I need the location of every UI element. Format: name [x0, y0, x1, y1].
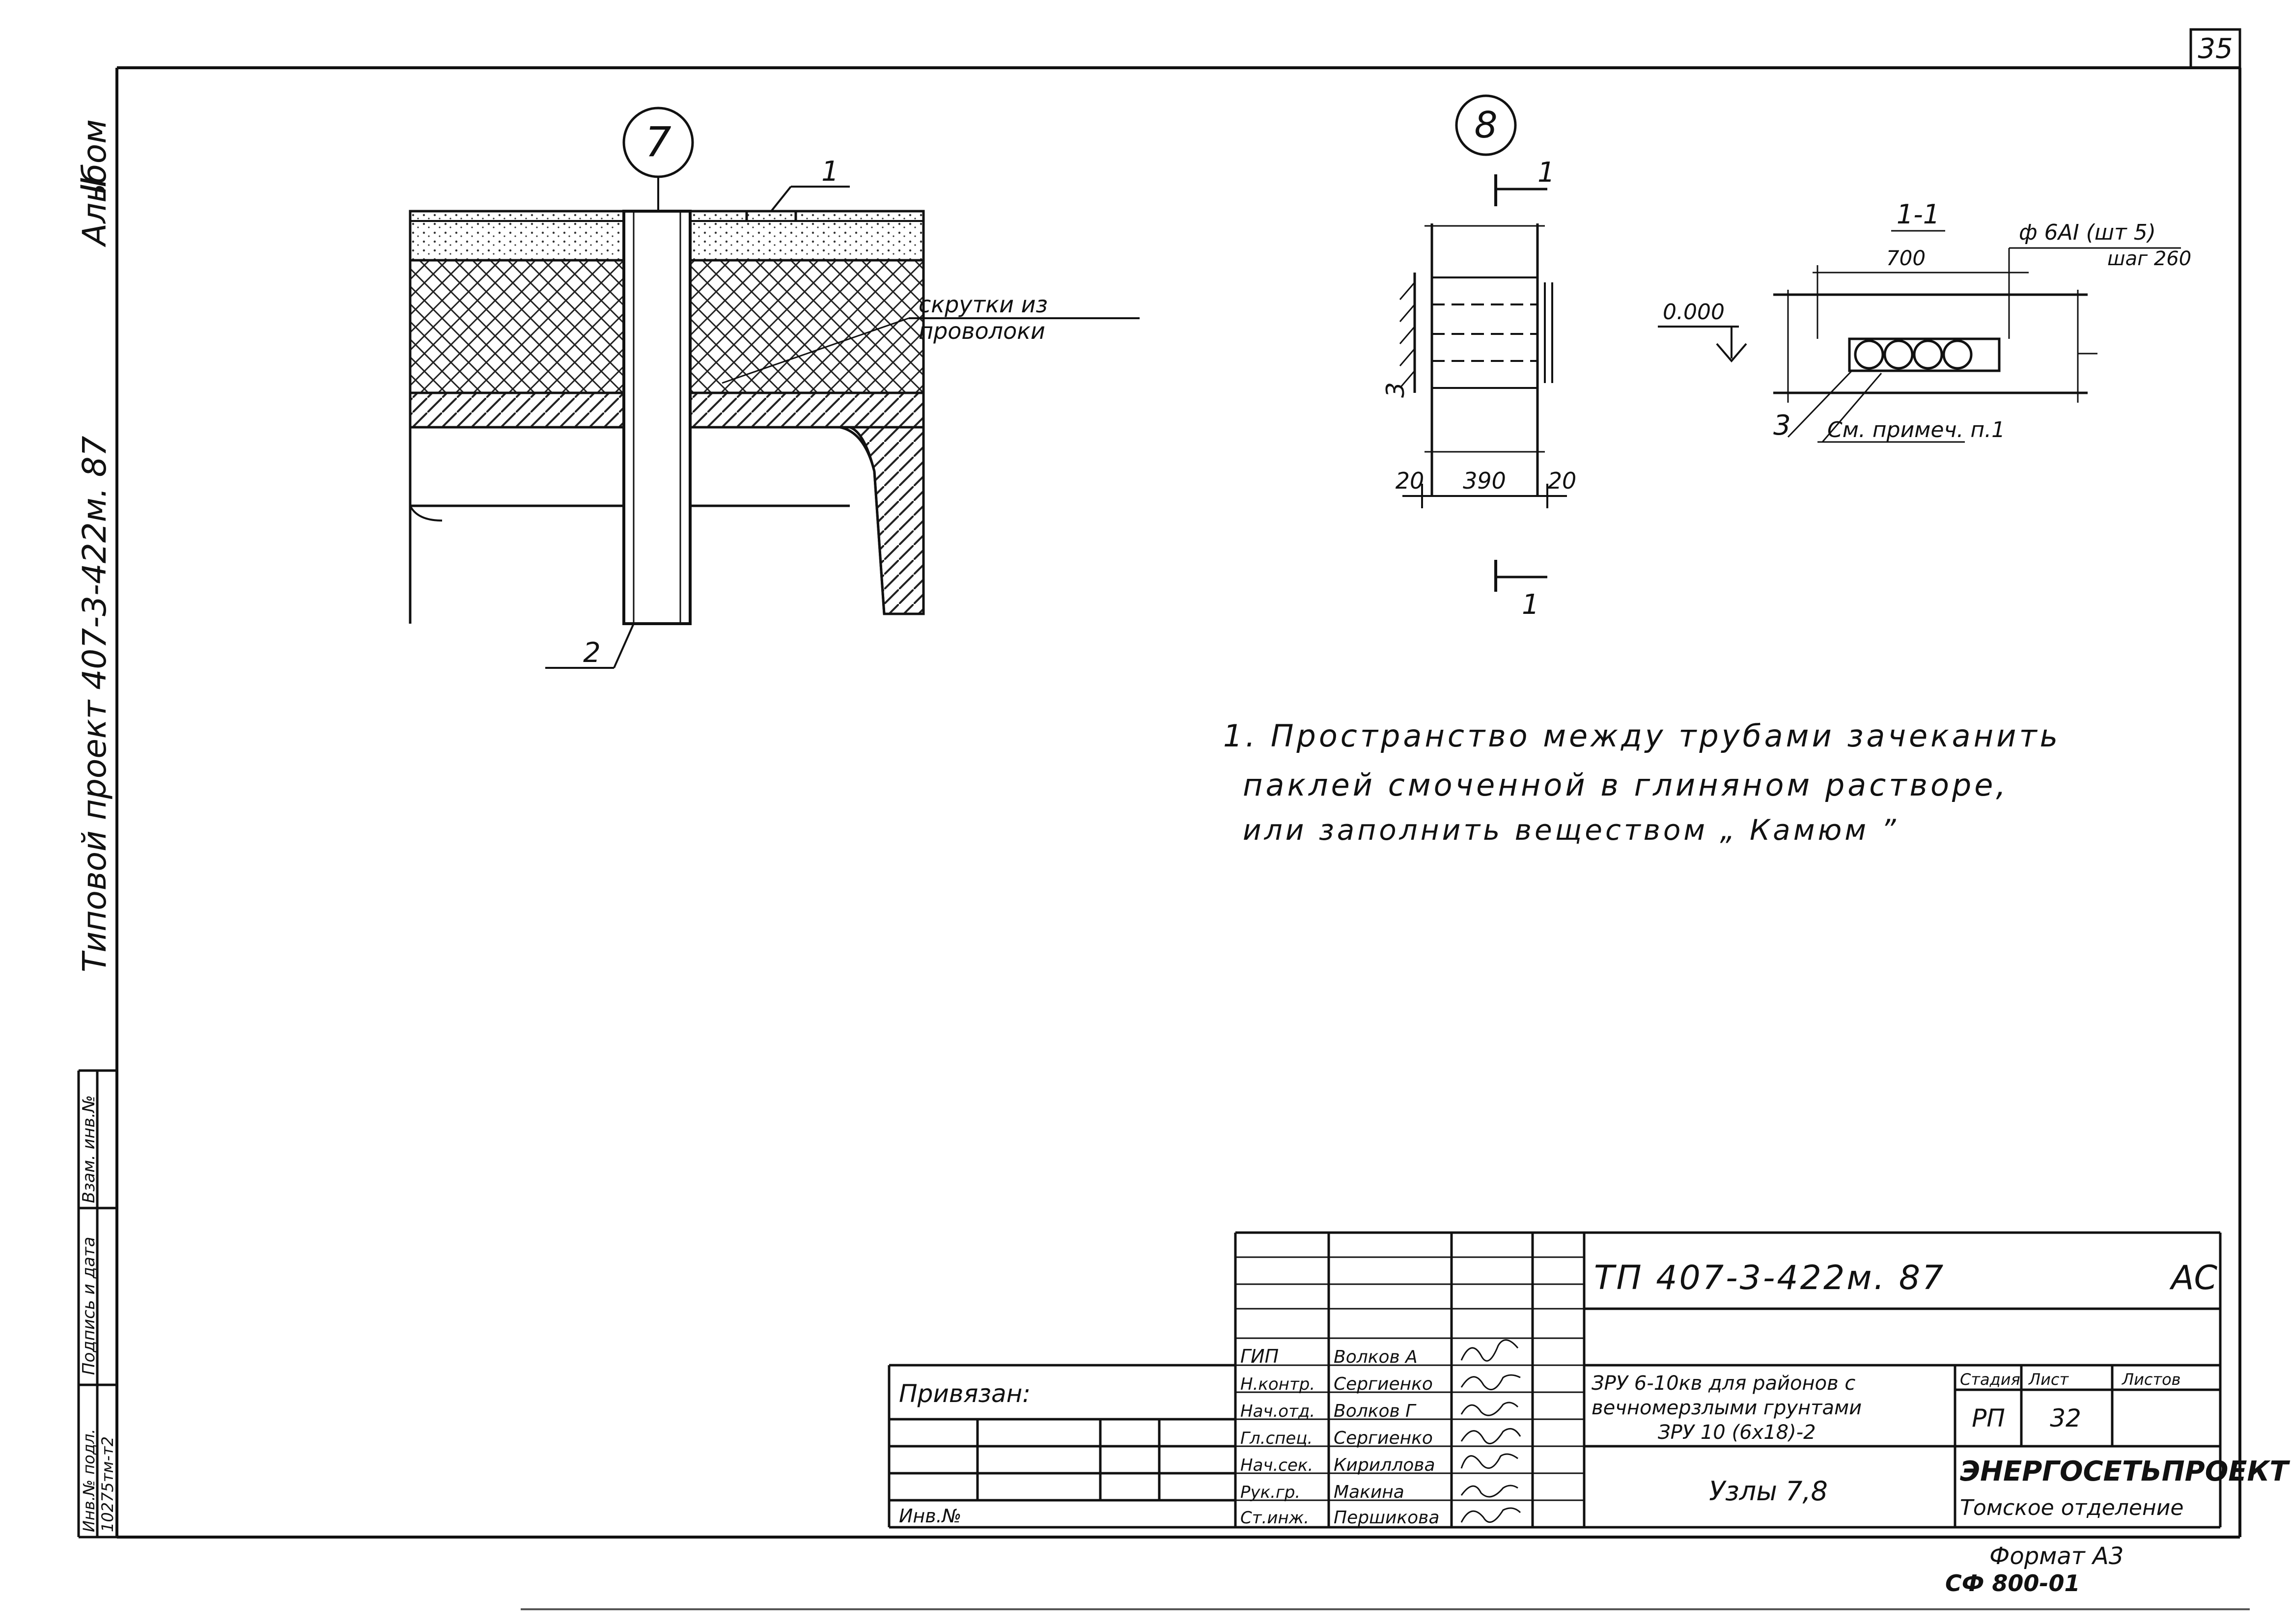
- tb-name-4: Кириллова: [1334, 1455, 1435, 1475]
- tb-sheets-label: Листов: [2122, 1370, 2181, 1389]
- sheet-frame: [115, 66, 2241, 1539]
- side-stamp-text: Типовой проект 407-3-422м. 87 Альбом Ⅱ: [74, 119, 114, 972]
- node7-wire-label-1: скрутки из: [919, 291, 1048, 318]
- node8-dim-mid: 390: [1463, 468, 1506, 494]
- tb-role-1: Н.контр.: [1240, 1375, 1315, 1394]
- footer-code: СФ 800-01: [1945, 1570, 2080, 1596]
- tb-designation: ТП 407-3-422м. 87: [1594, 1259, 1945, 1297]
- tb-sheet-name: Узлы 7,8: [1709, 1476, 1828, 1507]
- node8-number: 8: [1474, 104, 1497, 146]
- side-album-number: Ⅱ: [74, 177, 114, 194]
- tb-name-6: Першикова: [1334, 1508, 1439, 1528]
- note-line-1: 1. Пространство между трубами зачеканить: [1223, 718, 2061, 754]
- tb-name-1: Сергиенко: [1334, 1374, 1433, 1394]
- tb-sheet-label: Лист: [2028, 1370, 2069, 1389]
- node7-number: 7: [645, 118, 671, 166]
- tb-role-6: Ст.инж.: [1240, 1508, 1309, 1528]
- tb-role-5: Рук.гр.: [1240, 1483, 1300, 1502]
- tb-inv-label: Инв.№: [899, 1505, 961, 1527]
- tb-role-4: Нач.сек.: [1240, 1456, 1313, 1475]
- node8-section-mark-bottom: 1: [1522, 589, 1539, 621]
- tb-bound-label: Привязан:: [899, 1379, 1031, 1408]
- tb-stage-value: РП: [1972, 1404, 2005, 1432]
- node8-circle: [1455, 94, 1517, 156]
- tb-name-0: Волков А: [1334, 1347, 1418, 1367]
- tb-org-name: ЭНЕРГОСЕТЬПРОЕКТ: [1960, 1456, 2290, 1487]
- node7-callout-1: 1: [821, 156, 839, 188]
- node8-section-mark-top: 1: [1537, 157, 1555, 189]
- footer-format: Формат А3: [1989, 1542, 2123, 1570]
- node8-side-label: 3: [1381, 382, 1410, 398]
- side-stamp-table: [77, 1069, 117, 1539]
- node7-pipe: [622, 210, 692, 625]
- page-number: 35: [2198, 33, 2233, 65]
- section-callout-3: 3: [1773, 410, 1791, 441]
- side-inv-value: 10275тм-т2: [98, 1436, 117, 1532]
- node8-dim-left: 20: [1396, 468, 1425, 494]
- page-number-box: 35: [2189, 28, 2241, 69]
- tb-section-code: АС: [2169, 1259, 2218, 1297]
- tb-signatures: [1460, 1339, 1521, 1523]
- node8-dim-right: 20: [1548, 468, 1577, 494]
- section-rebar-line2: шаг 260: [2107, 248, 2191, 270]
- node7-wire-label-2: проволоки: [919, 318, 1045, 344]
- tb-sheet-value: 32: [2050, 1404, 2081, 1432]
- node8-drawing: 8 1 3 20 390 20 1: [1381, 94, 1577, 621]
- note-line-2: паклей смоченной в глиняном растворе,: [1243, 767, 2009, 803]
- note-line-3: или заполнить веществом „ Камюм ”: [1243, 813, 1899, 847]
- side-inv-label: Инв.№ подл.: [80, 1429, 98, 1532]
- node7-drawing: 7 1 скрутки из проволоки 2: [409, 107, 1140, 669]
- section-rebar-line1: ф 6АI (шт 5): [2019, 220, 2156, 245]
- node7-wall-hatch: [849, 426, 925, 615]
- node7-callout-2: 2: [583, 637, 601, 669]
- side-replace-label: Взам. инв.№: [79, 1095, 99, 1203]
- tb-org-branch: Томское отделение: [1960, 1495, 2183, 1520]
- section-1-1-drawing: 1-1 ф 6АI (шт 5) шаг 260 700 0.000 3: [1658, 199, 2191, 443]
- tb-role-3: Гл.спец.: [1240, 1429, 1313, 1448]
- section-note-ref: См. примеч. п.1: [1827, 417, 2005, 442]
- tb-name-3: Сергиенко: [1334, 1428, 1433, 1448]
- side-project-label: Типовой проект 407-3-422м. 87: [76, 436, 113, 972]
- tb-object-line1: ЗРУ 6-10кв для районов с: [1592, 1372, 1855, 1395]
- tb-name-2: Волков Г: [1334, 1401, 1417, 1421]
- side-album-label: Альбом: [76, 119, 113, 248]
- tb-object-line2: вечномерзлыми грунтами: [1592, 1397, 1862, 1419]
- tb-role-0: ГИП: [1240, 1346, 1279, 1367]
- tb-name-5: Макина: [1334, 1482, 1404, 1502]
- tb-object-line3: ЗРУ 10 (6х18)-2: [1658, 1421, 1816, 1444]
- tb-stage-label: Стадия: [1960, 1370, 2020, 1389]
- section-title: 1-1: [1897, 199, 1940, 230]
- section-dim-length: 700: [1886, 246, 1926, 270]
- section-level: 0.000: [1663, 300, 1725, 325]
- tb-role-2: Нач.отд.: [1240, 1402, 1315, 1421]
- notes: 1. Пространство между трубами зачеканить…: [1223, 718, 2061, 847]
- section-pipe-bundle: [1848, 337, 2001, 372]
- side-sign-label: Подпись и дата: [79, 1237, 99, 1375]
- title-block: ТП 407-3-422м. 87 АС Привязан: Инв.№ ГИП…: [888, 1231, 2290, 1529]
